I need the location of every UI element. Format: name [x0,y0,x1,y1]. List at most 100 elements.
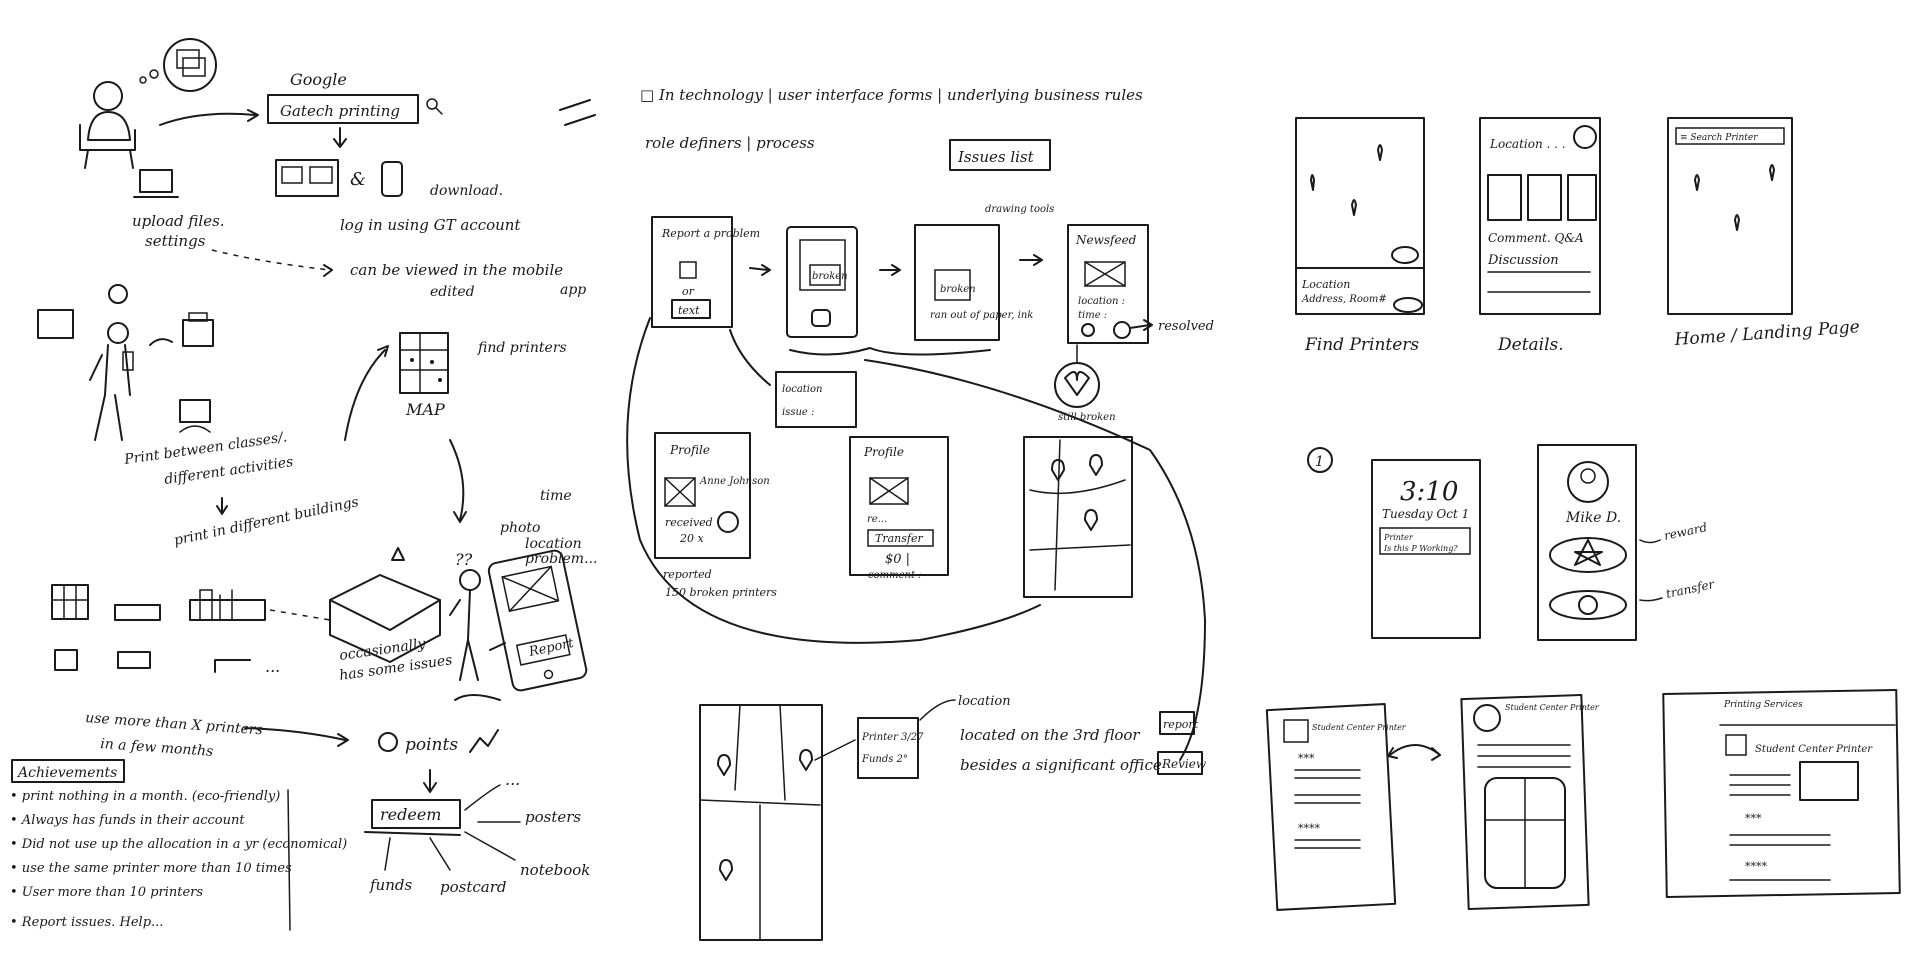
times-label: 20 x [679,532,704,545]
posters-label: posters [525,808,581,826]
student-center-wireframe-2 [1460,693,1590,911]
achievement-item: • Always has funds in their account [10,813,245,828]
middle-flow: □ In technology | user interface forms |… [559,86,1214,941]
newsfeed-time: time : [1078,310,1107,321]
mobile-note: can be viewed in the mobile [350,261,563,279]
profile-label-2: Profile [863,445,904,459]
printing-services-wireframe [1662,688,1901,899]
header-line-2: role definers | process [645,134,815,152]
details-wireframe [1479,117,1601,315]
photo-label: photo [500,520,540,536]
problem-label: problem... [525,551,597,567]
achievements-title: Achievements [16,765,117,781]
header-line-1: □ In technology | user interface forms |… [640,86,1143,104]
location-issue-location: location [782,384,822,395]
drawing-screen [914,224,1000,341]
still-broken-label: still broken [1058,412,1116,423]
newsfeed-label: Newsfeed [1075,233,1137,247]
find-printers-label: find printers [477,340,567,356]
map-sketch [399,332,449,394]
notebook-label: notebook [520,861,590,879]
transfer-badge [1549,590,1627,620]
achievement-item: • print nothing in a month. (eco-friendl… [10,789,280,804]
person-sketch-icon [459,569,481,591]
search-printer-label: ≡ Search Printer [1680,133,1758,143]
profile-transfer-screen [849,436,949,576]
caption-details: Details. [1497,335,1564,355]
right-wireframes: Location Address, Room# Find Printers Lo… [1265,117,1901,911]
lock-screen-wireframe [1371,459,1481,639]
transfer-label-right: transfer [1665,577,1717,601]
stars-1: *** [1298,752,1315,765]
achievement-item: • User more than 10 printers [10,885,203,900]
map-label: MAP [405,400,445,419]
anne-label: Anne Johnson [699,476,770,487]
warning-icon [391,547,405,561]
left-storyboard: Google Gatech printing & download. log i… [10,38,597,931]
issues-list-box [949,139,1051,171]
located-line-2: besides a significant office [960,756,1162,774]
reward-badge [1549,537,1627,573]
use-more-label: use more than X printers [85,710,264,738]
camera-icon [679,261,697,279]
few-months-label: in a few months [100,736,214,760]
broken-label-2: broken [940,284,976,295]
print-buildings-label: print in different buildings [173,494,361,549]
report-button-sketch [1159,711,1195,735]
reward-label: reward [1663,520,1709,543]
run-out-label: ran out of paper, ink [930,310,1033,321]
comment-label: comment : [868,570,922,581]
login-label: log in using GT account [340,216,521,234]
report-button-label: report [1163,718,1199,731]
laptop-screen-sketch [275,159,339,197]
student-center-wireframe-1 [1265,703,1397,911]
student-center-long: Student Center Printer [1755,744,1873,755]
search-box [267,94,419,124]
broken-label: broken [812,271,848,282]
printing-services-label: Printing Services [1723,700,1803,710]
broken-heart-icon [1054,362,1100,408]
map-screen [1023,436,1133,598]
laptop-icon [133,169,179,198]
reported-count: 150 broken printers [665,586,777,599]
profile-label: Profile [669,443,710,457]
avatar [1567,461,1609,503]
location-issue-issue: issue : [782,407,814,418]
student-center-2: Student Center Printer [1505,703,1600,712]
printer-sketch-icon [182,319,214,347]
photo-screen [786,226,858,338]
and-label: & [350,169,366,190]
points-label: points [405,735,458,755]
achievement-item: • use the same printer more than 10 time… [10,861,292,876]
postcard-label: postcard [440,878,506,896]
newsfeed-location: location : [1078,296,1125,307]
redeem-box [371,799,461,829]
stars-2: **** [1298,822,1321,835]
stars-4: **** [1745,860,1768,873]
edited-label: edited [430,284,475,300]
redeem-label: redeem [380,805,441,824]
resolved-label: resolved [1158,319,1214,334]
achievements-box [11,759,125,783]
points-icon [378,732,398,752]
walking-person-icon [89,322,134,441]
located-line-1: located on the 3rd floor [960,726,1140,744]
find-location-label: Location [1301,278,1350,291]
time-label: time [540,488,572,504]
find-printers-wireframe [1295,117,1425,315]
report-problem-label: Report a problem [661,227,760,240]
report-problem-screen [651,216,733,328]
phone-report-sketch [487,549,588,692]
report-label: Report [527,636,576,660]
discussion-label: Discussion [1487,253,1559,268]
clock-icon [108,284,128,304]
notif-line-1: Printer [1383,533,1414,542]
printer-info: Printer 3/27 [861,732,924,743]
upload-label: upload files. [132,212,225,230]
caption-home: Home / Landing Page [1673,317,1860,350]
drawing-tools-label: drawing tools [985,204,1054,215]
buildings-sketch: ... [51,584,280,676]
settings-label: settings [145,232,206,250]
details-location: Location . . . [1489,137,1566,151]
